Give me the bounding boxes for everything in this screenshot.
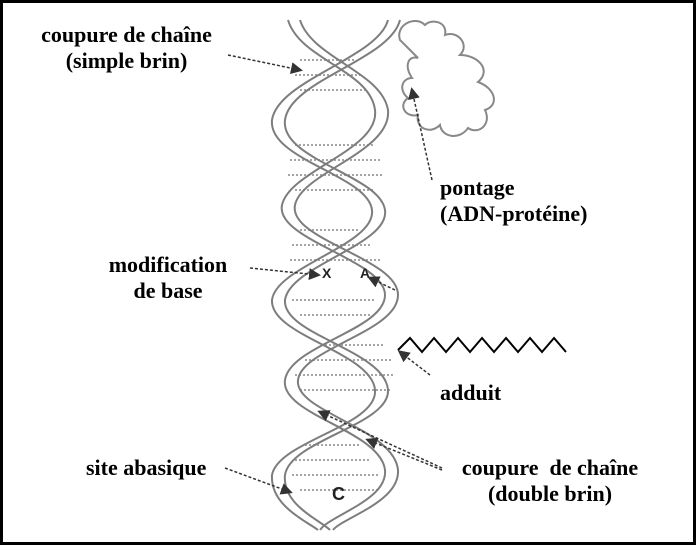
label-crosslink-line1: pontage	[440, 175, 587, 201]
label-abasic-site: site abasique	[86, 455, 206, 481]
arrow-abasic-site	[225, 468, 290, 492]
label-single-strand-break-line1: coupure de chaîne	[14, 22, 239, 48]
label-double-strand-break-line2: (double brin)	[440, 481, 660, 507]
label-single-strand-break-line2: (simple brin)	[14, 48, 239, 74]
label-base-modification-line2: de base	[88, 278, 248, 304]
arrow-adduct	[400, 352, 430, 375]
dna-strand-2	[272, 20, 400, 530]
base-letter-x: X	[322, 265, 332, 281]
label-crosslink: pontage (ADN-protéine)	[440, 175, 587, 227]
label-adduct: adduit	[440, 380, 501, 406]
label-double-strand-break: coupure de chaîne (double brin)	[440, 455, 660, 507]
protein-blob	[399, 21, 494, 136]
base-letter-a: A	[360, 265, 370, 281]
label-single-strand-break: coupure de chaîne (simple brin)	[14, 22, 239, 74]
pointer-arrows	[225, 55, 442, 492]
adduct-zigzag	[398, 338, 566, 352]
label-base-modification-line1: modification	[88, 252, 248, 278]
label-base-modification: modification de base	[88, 252, 248, 304]
label-double-strand-break-line1: coupure de chaîne	[440, 455, 660, 481]
label-crosslink-line2: (ADN-protéine)	[440, 201, 587, 227]
arrow-crosslink	[412, 90, 432, 180]
base-letter-c: C	[332, 484, 345, 504]
